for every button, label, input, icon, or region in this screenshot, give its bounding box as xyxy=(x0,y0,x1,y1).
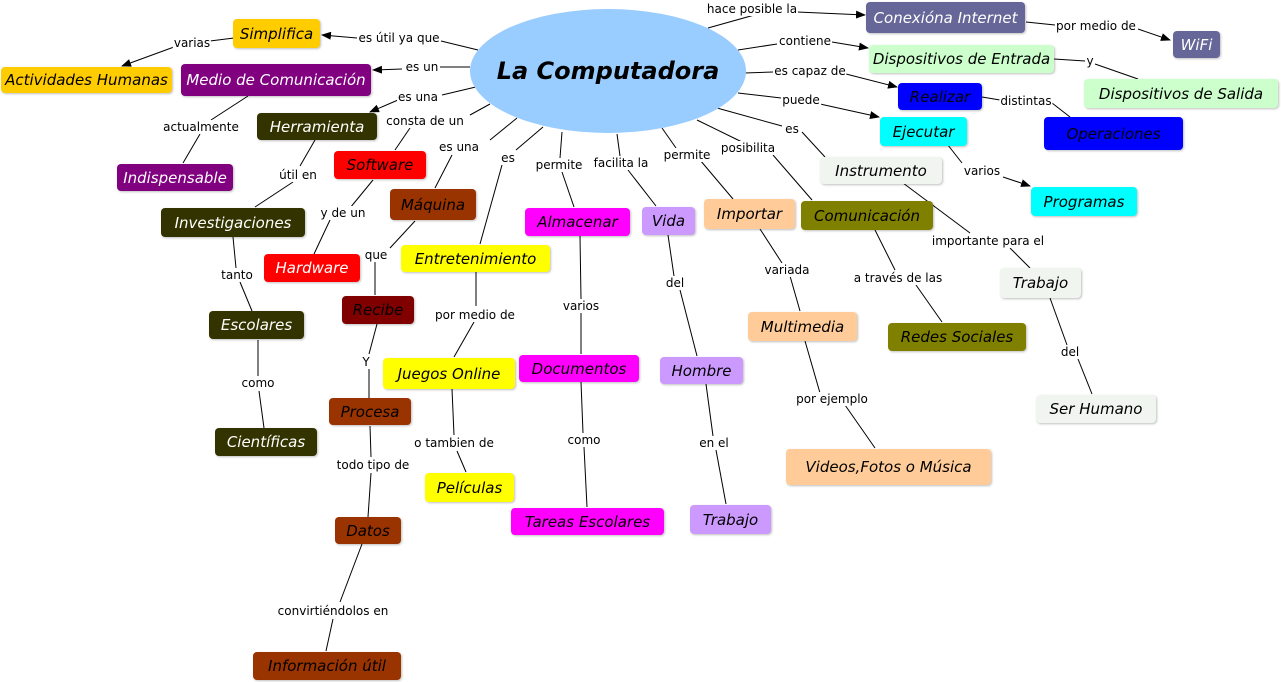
link-label: distintas xyxy=(999,94,1053,108)
node-instrumento: Instrumento xyxy=(820,157,942,184)
node-wifi: WiFi xyxy=(1173,31,1220,58)
node-hardware: Hardware xyxy=(264,254,360,282)
link-label: y de un xyxy=(319,206,367,220)
link-label: posibilita xyxy=(719,141,777,155)
node-juegos-online: Juegos Online xyxy=(383,358,515,389)
node-redes-sociales: Redes Sociales xyxy=(888,323,1026,351)
node-importar: Importar xyxy=(704,199,795,229)
node-actividades-humanas: Actividades Humanas xyxy=(1,67,172,93)
node-peliculas: Películas xyxy=(425,473,514,502)
node-trabajo-instrumento: Trabajo xyxy=(1000,268,1081,298)
link-label: permite xyxy=(534,158,584,172)
link-label: a través de las xyxy=(852,271,944,285)
link-label: varios xyxy=(561,299,601,313)
link-label: del xyxy=(664,276,686,290)
link-label: varios xyxy=(962,164,1002,178)
link-label: convirtiéndolos en xyxy=(276,604,390,618)
link-label: actualmente xyxy=(162,120,240,134)
link-label: consta de un xyxy=(385,114,465,128)
link-label: por ejemplo xyxy=(795,392,869,406)
link-label: por medio de xyxy=(434,308,516,322)
node-software: Software xyxy=(334,151,426,179)
link-label: facilita la xyxy=(592,156,650,170)
node-conexion-internet: Conexióna Internet xyxy=(866,2,1025,33)
node-datos: Datos xyxy=(335,517,401,544)
link-label: o tambien de xyxy=(413,436,495,450)
main-concept-node: La Computadora xyxy=(470,9,746,133)
link-label: en el xyxy=(698,436,730,450)
node-hombre: Hombre xyxy=(660,357,743,384)
link-label: contiene xyxy=(778,34,832,48)
link-label: es xyxy=(500,151,516,165)
node-vida: Vida xyxy=(642,207,695,235)
link-label: importante para el xyxy=(930,234,1046,248)
link-label: todo tipo de xyxy=(335,458,411,472)
node-cientificas: Científicas xyxy=(215,428,317,456)
node-comunicacion: Comunicación xyxy=(801,201,933,230)
link-label: es capaz de xyxy=(773,64,847,78)
node-tareas-escolares: Tareas Escolares xyxy=(511,508,664,535)
link-label: Y xyxy=(361,355,371,369)
node-maquina: Máquina xyxy=(390,189,476,220)
node-ser-humano: Ser Humano xyxy=(1036,395,1156,423)
link-label: es una xyxy=(437,140,481,154)
link-label: es un xyxy=(404,60,440,74)
node-recibe: Recibe xyxy=(342,296,414,324)
link-label: variada xyxy=(763,263,811,277)
node-investigaciones: Investigaciones xyxy=(161,208,305,237)
node-ejecutar: Ejecutar xyxy=(880,117,967,146)
node-entretenimiento: Entretenimiento xyxy=(401,245,550,272)
link-label: tanto xyxy=(220,268,254,282)
node-trabajo-hombre: Trabajo xyxy=(690,505,771,534)
node-operaciones: Operaciones xyxy=(1044,117,1183,150)
node-herramienta: Herramienta xyxy=(257,113,377,140)
node-realizar: Realizar xyxy=(898,83,982,110)
link-label: puede xyxy=(781,93,821,107)
node-medio-comunicacion: Medio de Comunicación xyxy=(181,64,371,96)
node-multimedia: Multimedia xyxy=(748,312,857,341)
link-label: es xyxy=(784,122,800,136)
link-label: como xyxy=(566,433,602,447)
node-procesa: Procesa xyxy=(329,398,411,425)
link-label: es útil ya que xyxy=(357,31,441,45)
link-label: varias xyxy=(172,36,212,50)
node-dispositivos-salida: Dispositivos de Salida xyxy=(1084,79,1278,108)
link-label: por medio de xyxy=(1055,19,1137,33)
link-label: y xyxy=(1085,54,1095,68)
link-label: que xyxy=(363,248,389,262)
node-videos-fotos-musica: Videos,Fotos o Música xyxy=(786,449,991,485)
link-label: útil en xyxy=(278,168,318,182)
link-label: del xyxy=(1059,345,1081,359)
link-label: hace posible la xyxy=(705,2,799,16)
node-dispositivos-entrada: Dispositivos de Entrada xyxy=(869,45,1054,73)
node-escolares: Escolares xyxy=(209,311,304,339)
link-label: permite xyxy=(662,148,712,162)
node-programas: Programas xyxy=(1031,187,1137,216)
node-almacenar: Almacenar xyxy=(525,208,630,236)
node-indispensable: Indispensable xyxy=(117,164,233,191)
node-simplifica: Simplifica xyxy=(233,19,320,48)
node-documentos: Documentos xyxy=(519,355,639,382)
node-informacion-util: Información útil xyxy=(253,652,401,680)
link-label: como xyxy=(240,376,276,390)
link-label: es una xyxy=(396,90,440,104)
